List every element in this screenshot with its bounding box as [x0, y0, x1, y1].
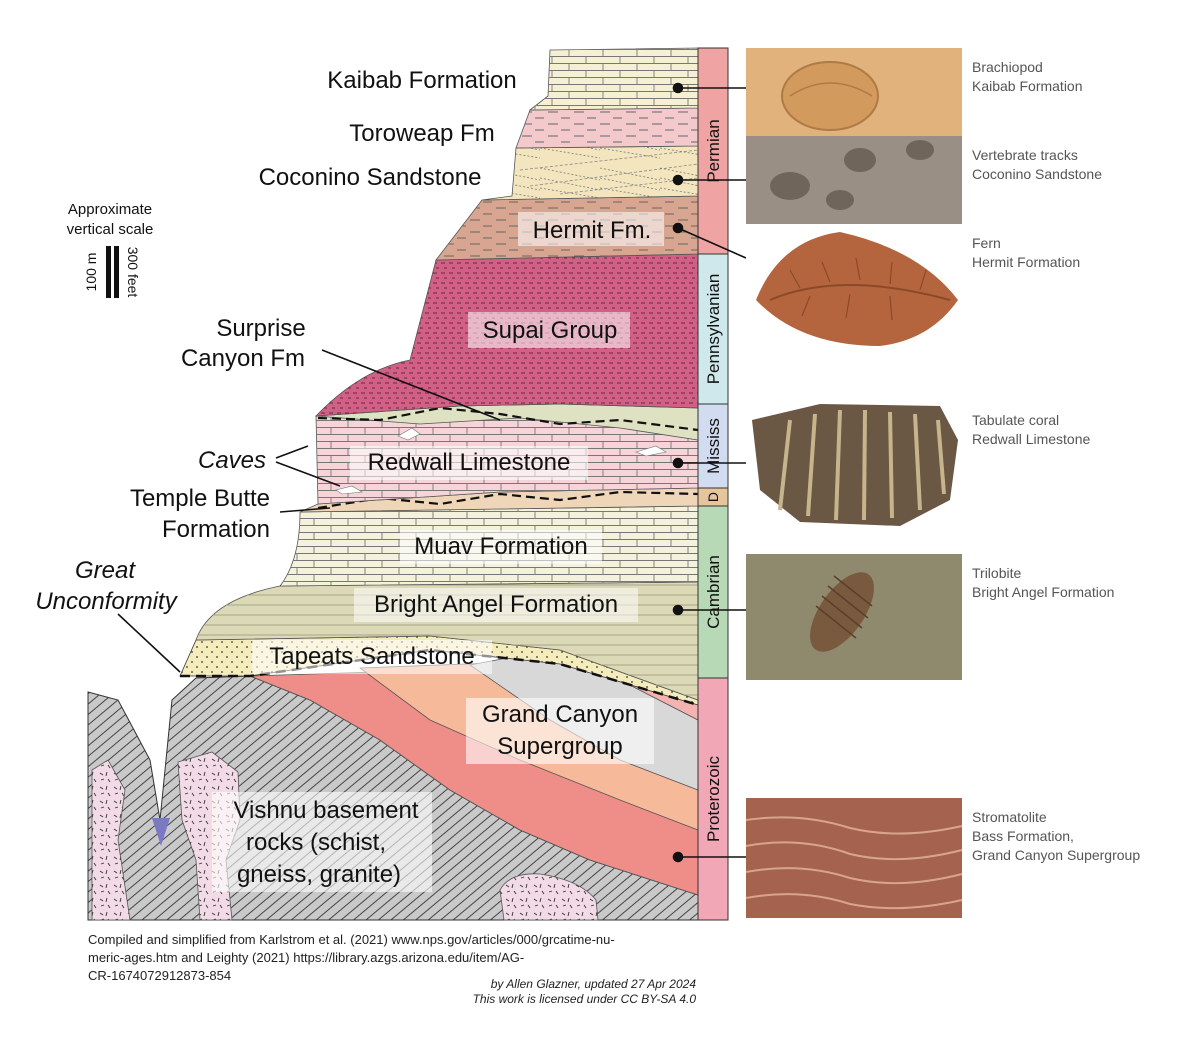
scale-title-line1: Approximate: [68, 201, 152, 218]
fossil-photos: [745, 48, 963, 918]
caption-tracks-formation: Coconino Sandstone: [972, 166, 1102, 182]
caption-coral-name: Tabulate coral: [972, 412, 1059, 428]
caption-stromatolite-formation: Bass Formation,: [972, 828, 1074, 844]
fossil-connectors: [672, 82, 747, 863]
formation-labels: Kaibab Formation Toroweap Fm Coconino Sa…: [35, 67, 664, 892]
period-proterozoic: Proterozoic: [704, 756, 723, 842]
label-caves: Caves: [198, 447, 266, 474]
label-vishnu-line2: rocks (schist,: [246, 829, 386, 856]
vertebrate-tracks-photo: [746, 136, 962, 224]
label-redwall: Redwall Limestone: [368, 449, 571, 476]
fossil-captions: Brachiopod Kaibab Formation Vertebrate t…: [972, 59, 1140, 863]
period-devonian: D: [705, 492, 721, 502]
scale-metric: 100 m: [83, 253, 99, 292]
credit-line2: meric-ages.htm and Leighty (2021) https:…: [88, 950, 524, 965]
scale-title-line2: vertical scale: [67, 221, 154, 238]
label-surprise-line2: Canyon Fm: [181, 345, 305, 372]
credit-line1: Compiled and simplified from Karlstrom e…: [88, 932, 615, 947]
caption-brachiopod-formation: Kaibab Formation: [972, 78, 1083, 94]
credit-license: This work is licensed under CC BY-SA 4.0: [473, 992, 697, 1006]
period-column: Permian Pennsylvanian Mississ D Cambrian…: [697, 47, 729, 921]
period-mississippian: Mississ: [704, 418, 723, 474]
label-surprise-line1: Surprise: [216, 315, 305, 342]
vertical-scale: Approximate vertical scale 100 m 300 fee…: [67, 201, 154, 298]
brachiopod-photo: [746, 48, 962, 136]
tabulate-coral-photo: [746, 402, 962, 528]
caption-fern-formation: Hermit Formation: [972, 254, 1080, 270]
label-muav: Muav Formation: [414, 533, 587, 560]
fern-photo: [746, 224, 962, 354]
label-supergroup-line1: Grand Canyon: [482, 701, 638, 728]
label-temple-line2: Formation: [162, 516, 270, 543]
period-cambrian: Cambrian: [704, 555, 723, 629]
label-coconino: Coconino Sandstone: [259, 164, 482, 191]
label-great-line1: Great: [75, 557, 136, 584]
label-vishnu-line3: gneiss, granite): [237, 861, 401, 888]
label-supergroup-line2: Supergroup: [497, 733, 622, 760]
caption-stromatolite-formation2: Grand Canyon Supergroup: [972, 847, 1140, 863]
caption-trilobite-formation: Bright Angel Formation: [972, 584, 1114, 600]
label-great-line2: Unconformity: [35, 588, 178, 615]
trilobite-photo: [746, 554, 962, 680]
label-bright-angel: Bright Angel Formation: [374, 591, 618, 618]
period-permian: Permian: [704, 119, 723, 182]
caption-coral-formation: Redwall Limestone: [972, 431, 1090, 447]
credit-line3: CR-1674072912873-854: [88, 968, 231, 983]
caption-brachiopod-name: Brachiopod: [972, 59, 1043, 75]
caption-stromatolite-name: Stromatolite: [972, 809, 1047, 825]
label-tapeats: Tapeats Sandstone: [269, 643, 475, 670]
label-leaders: [117, 349, 501, 673]
caption-trilobite-name: Trilobite: [972, 565, 1021, 581]
scale-imperial: 300 feet: [125, 247, 141, 298]
stromatolite-photo: [745, 798, 963, 918]
label-toroweap: Toroweap Fm: [349, 120, 494, 147]
label-supai: Supai Group: [483, 317, 618, 344]
label-vishnu-line1: Vishnu basement: [233, 797, 418, 824]
label-kaibab: Kaibab Formation: [327, 67, 516, 94]
caption-fern-name: Fern: [972, 235, 1001, 251]
label-temple-line1: Temple Butte: [130, 485, 270, 512]
cave-openings: [335, 427, 667, 495]
river-water: [152, 818, 170, 846]
credit-author: by Allen Glazner, updated 27 Apr 2024: [491, 977, 697, 991]
credits: Compiled and simplified from Karlstrom e…: [88, 932, 696, 1006]
caption-tracks-name: Vertebrate tracks: [972, 147, 1078, 163]
label-hermit: Hermit Fm.: [533, 217, 652, 244]
period-pennsylvanian: Pennsylvanian: [704, 274, 723, 385]
